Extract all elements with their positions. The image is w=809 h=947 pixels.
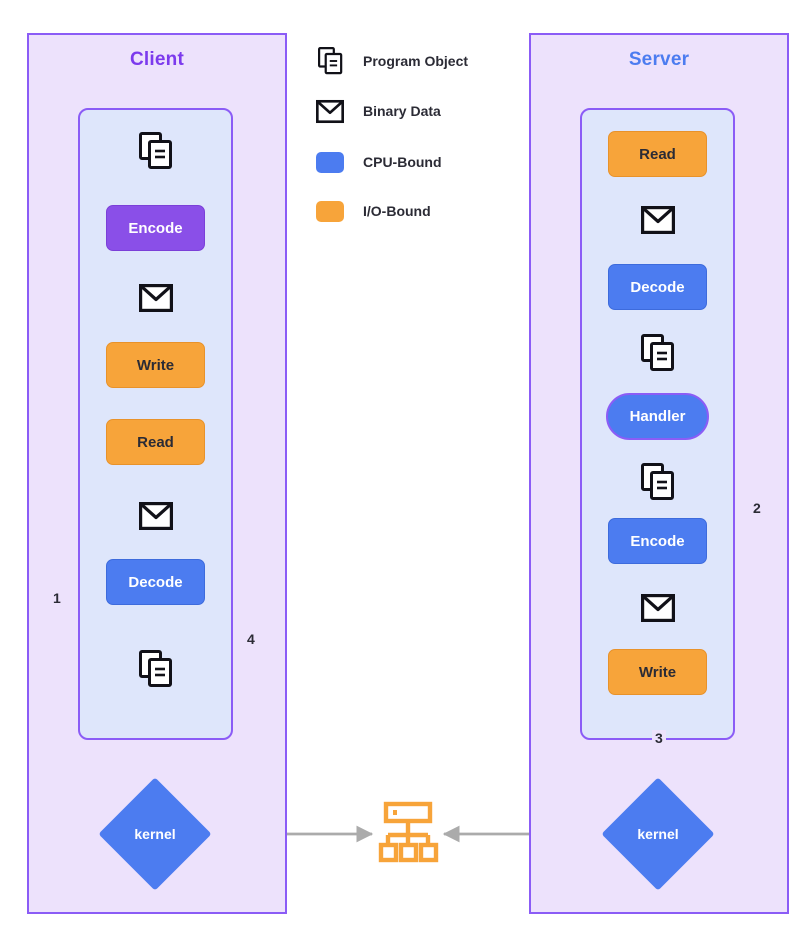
client-kernel-node[interactable]: kernel bbox=[98, 777, 212, 891]
server-encode-label: Encode bbox=[630, 532, 685, 550]
program-object-icon bbox=[313, 46, 347, 76]
network-sitemap-icon bbox=[378, 801, 439, 870]
cpu-bound-color bbox=[316, 151, 344, 173]
client-title: Client bbox=[130, 49, 184, 70]
client-kernel-label: kernel bbox=[134, 826, 176, 842]
server-read-node[interactable]: Read bbox=[608, 131, 707, 177]
legend-label-io-bound: I/O-Bound bbox=[363, 203, 431, 219]
legend-label-binary-data: Binary Data bbox=[363, 103, 441, 119]
legend-item-cpu-bound: CPU-Bound bbox=[313, 143, 442, 181]
server-kernel-node[interactable]: kernel bbox=[601, 777, 715, 891]
legend-item-binary-data: Binary Data bbox=[313, 92, 441, 130]
client-read-node[interactable]: Read bbox=[106, 419, 205, 465]
client-read-label: Read bbox=[137, 433, 174, 451]
server-decode-node[interactable]: Decode bbox=[608, 264, 707, 310]
program-object-icon bbox=[139, 650, 173, 693]
client-decode-label: Decode bbox=[128, 573, 183, 591]
legend: Program Object Binary Data CPU-Bound I/O… bbox=[313, 42, 513, 237]
binary-data-icon bbox=[313, 99, 347, 124]
legend-label-program-object: Program Object bbox=[363, 53, 469, 69]
io-bound-color bbox=[316, 200, 344, 222]
client-write-label: Write bbox=[136, 356, 175, 374]
cpu-bound-swatch bbox=[313, 151, 347, 173]
server-title: Server bbox=[628, 49, 690, 70]
server-handler-label: Handler bbox=[629, 408, 686, 425]
flow-label-3: 3 bbox=[652, 730, 666, 746]
binary-data-icon bbox=[641, 593, 675, 628]
server-kernel-label: kernel bbox=[637, 826, 679, 842]
io-bound-swatch bbox=[313, 200, 347, 222]
client-write-node[interactable]: Write bbox=[106, 342, 205, 388]
binary-data-icon bbox=[139, 283, 173, 318]
legend-item-io-bound: I/O-Bound bbox=[313, 192, 431, 230]
server-decode-label: Decode bbox=[630, 278, 685, 296]
client-encode-label: Encode bbox=[128, 219, 183, 237]
server-handler-node[interactable]: Handler bbox=[606, 393, 709, 440]
binary-data-icon bbox=[641, 205, 675, 240]
server-write-node[interactable]: Write bbox=[608, 649, 707, 695]
server-read-label: Read bbox=[639, 145, 676, 163]
binary-data-icon bbox=[139, 501, 173, 536]
server-encode-node[interactable]: Encode bbox=[608, 518, 707, 564]
program-object-icon bbox=[641, 334, 675, 377]
flow-label-4: 4 bbox=[244, 631, 258, 647]
client-decode-node[interactable]: Decode bbox=[106, 559, 205, 605]
client-encode-node[interactable]: Encode bbox=[106, 205, 205, 251]
server-write-label: Write bbox=[638, 663, 677, 681]
flow-label-1: 1 bbox=[50, 590, 64, 606]
legend-label-cpu-bound: CPU-Bound bbox=[363, 154, 442, 170]
legend-item-program-object: Program Object bbox=[313, 42, 468, 80]
program-object-icon bbox=[139, 132, 173, 175]
flow-label-2: 2 bbox=[750, 500, 764, 516]
program-object-icon bbox=[641, 463, 675, 506]
